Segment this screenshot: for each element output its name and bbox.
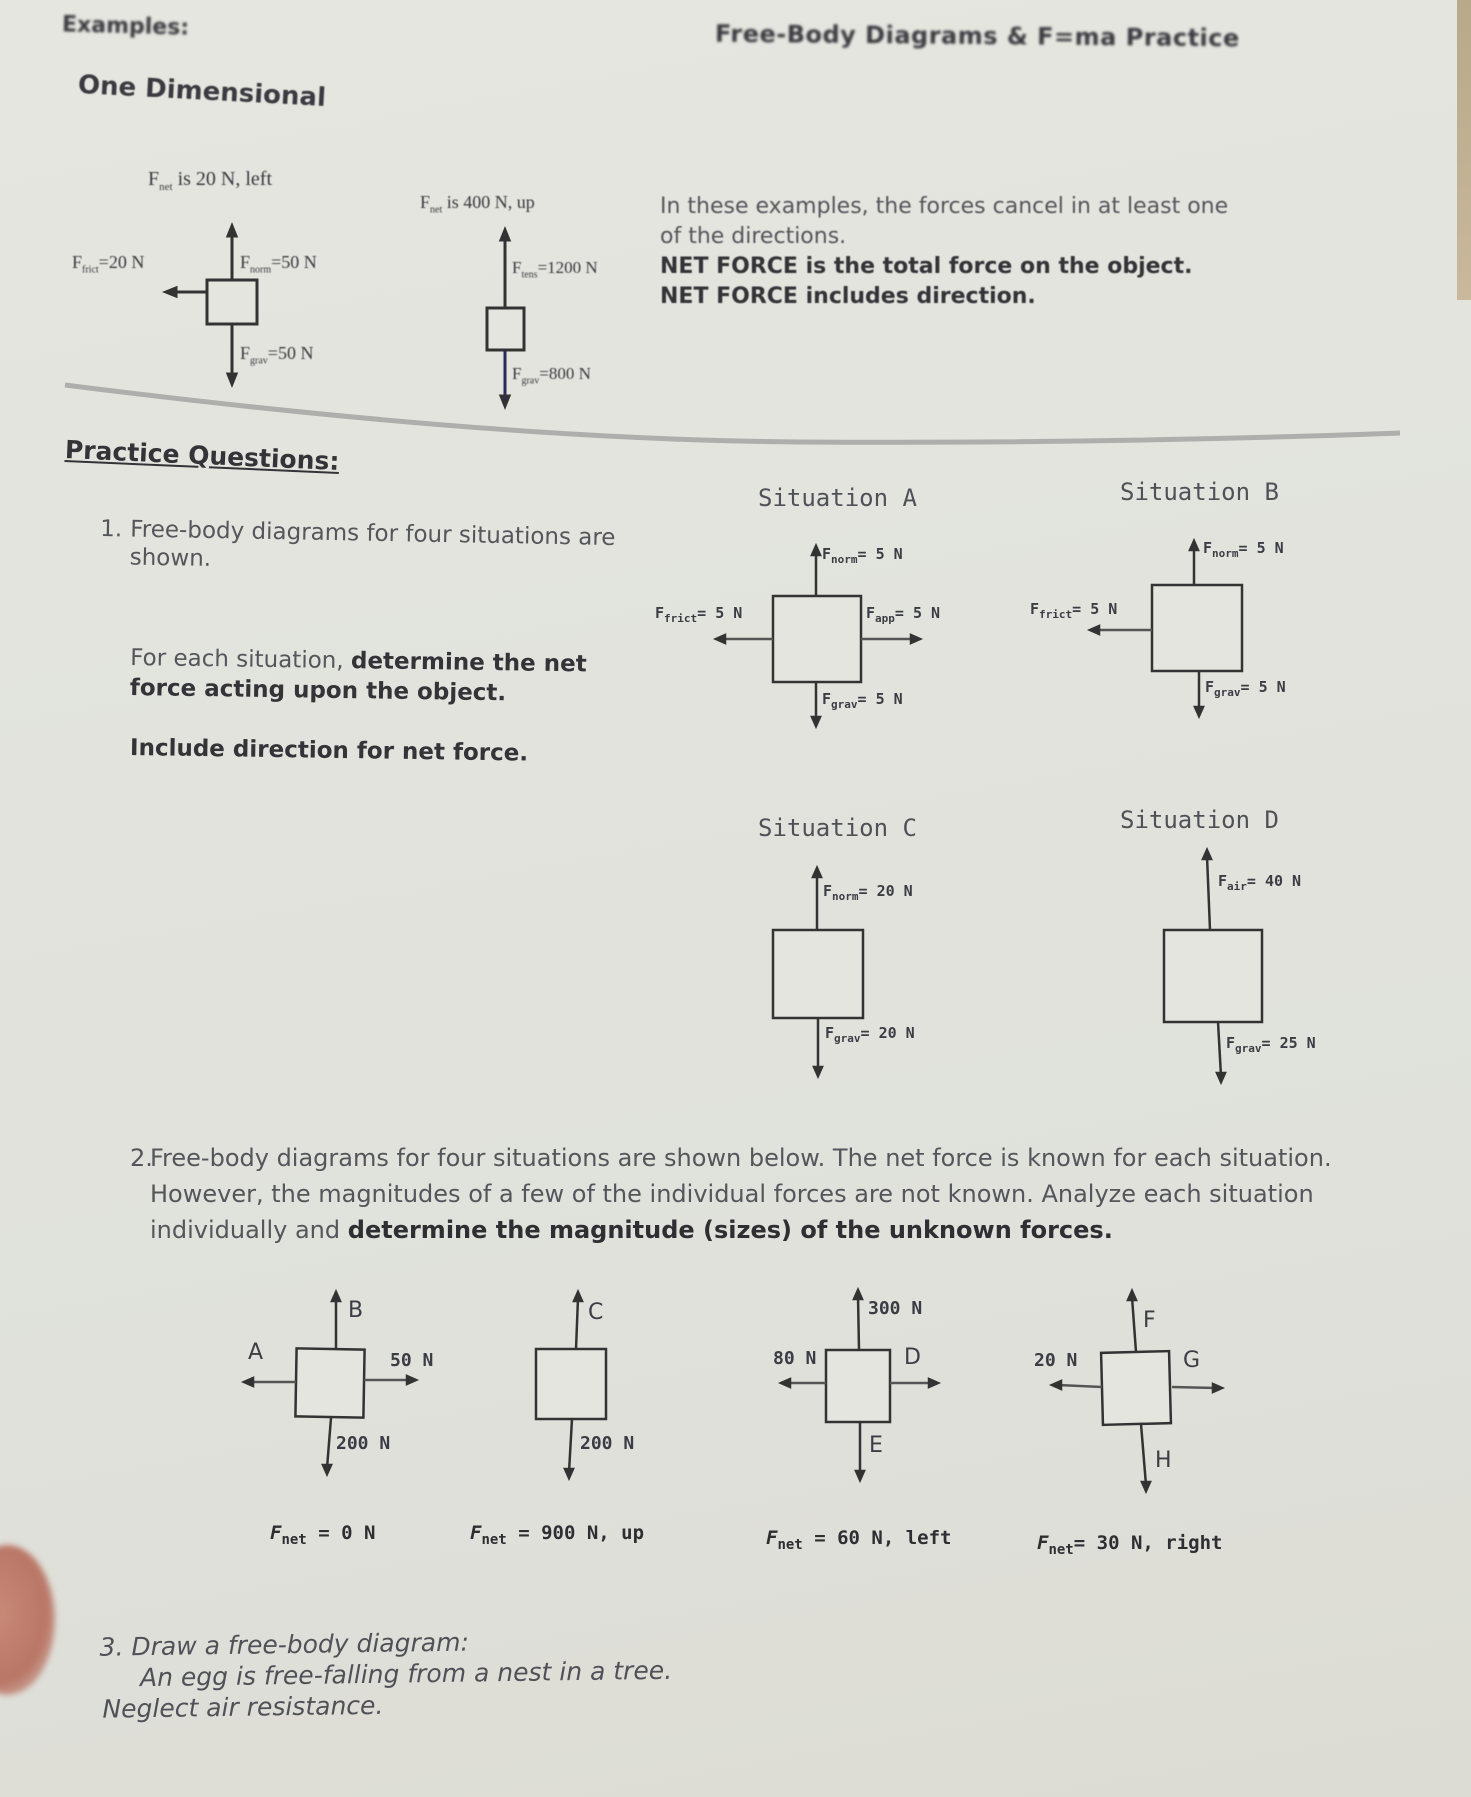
situation-d-air-label: Fair= 40 N	[1218, 872, 1302, 893]
note-line: NET FORCE is the total force on the obje…	[660, 254, 1193, 279]
worksheet-title: Free-Body Diagrams & F=ma Practice	[714, 19, 1240, 53]
q2-diagram-3	[777, 1286, 942, 1484]
q2-diagram-4	[1048, 1287, 1226, 1495]
situation-b-frict-label: Ffrict= 5 N	[1030, 600, 1118, 621]
example1-net-force: Fnet is 20 N, left	[148, 168, 273, 193]
q2-d1-fnet: Fnet = 0 N	[270, 1522, 376, 1548]
q2-d4-fnet: Fnet= 30 N, right	[1037, 1532, 1223, 1558]
q2-d3-label-left: 80 N	[773, 1348, 817, 1369]
situation-a-frict-label: Ffrict= 5 N	[655, 604, 743, 625]
situation-d-grav-label: Fgrav= 25 N	[1226, 1034, 1316, 1055]
example2-free-body-diagram	[485, 225, 526, 411]
example2-tens-label: Ftens=1200 N	[512, 258, 598, 281]
situation-a-norm-label: Fnorm= 5 N	[822, 545, 903, 566]
question-1-intro: 1. Free-body diagrams for four situation…	[100, 516, 616, 572]
q2-d2-label-down: 200 N	[580, 1433, 635, 1454]
q2-diagram-2	[534, 1288, 608, 1482]
example1-free-body-diagram	[161, 221, 259, 389]
page-edge-background	[1457, 0, 1471, 300]
q2-d4-label-up: F	[1143, 1308, 1156, 1333]
example1-frict-label: Ffrict=20 N	[72, 252, 145, 276]
situation-b-grav-label: Fgrav= 5 N	[1205, 678, 1286, 699]
example1-grav-label: Fgrav=50 N	[240, 343, 314, 367]
situation-a-diagram	[712, 542, 924, 730]
note-line: In these examples, the forces cancel in …	[660, 194, 1229, 219]
q2-d1-label-down: 200 N	[336, 1433, 391, 1454]
situation-d-diagram	[1162, 846, 1264, 1086]
question-1-instruction: For each situation, determine the net fo…	[129, 645, 587, 707]
q2-d1-label-left: A	[248, 1340, 264, 1365]
q2-d2-label-up: C	[588, 1300, 604, 1325]
question-3: 3. Draw a free-body diagram: An egg is f…	[99, 1627, 673, 1724]
situation-c-grav-label: Fgrav= 20 N	[825, 1024, 915, 1045]
note-line: NET FORCE includes direction.	[660, 284, 1036, 309]
note-line: of the directions.	[660, 224, 847, 249]
situation-a-title: Situation A	[758, 484, 917, 512]
section-divider	[64, 382, 1401, 445]
situation-b-diagram	[1086, 537, 1244, 720]
net-force-notes: In these examples, the forces cancel in …	[660, 192, 1400, 312]
q2-d3-fnet: Fnet = 60 N, left	[766, 1527, 952, 1553]
practice-questions-title: Practice Questions:	[64, 435, 340, 476]
q2-d4-label-left: 20 N	[1034, 1350, 1078, 1371]
q2-d4-label-right: G	[1183, 1348, 1201, 1373]
example2-net-force: Fnet is 400 N, up	[420, 192, 535, 216]
q2-d3-label-down: E	[869, 1433, 883, 1458]
q2-diagram-1	[240, 1288, 420, 1478]
q2-d1-label-up: B	[348, 1298, 364, 1323]
q2-d4-label-down: H	[1155, 1448, 1172, 1473]
section-title-one-dimensional: One Dimensional	[77, 70, 327, 113]
q2-d1-label-right: 50 N	[390, 1350, 434, 1371]
situation-c-norm-label: Fnorm= 20 N	[823, 882, 913, 903]
situation-c-title: Situation C	[758, 814, 917, 842]
question-2-text: 2. Free-body diagrams for four situation…	[130, 1144, 1332, 1244]
header-examples: Examples:	[61, 12, 190, 41]
situation-d-title: Situation D	[1120, 806, 1279, 834]
situation-c-diagram	[771, 864, 865, 1080]
finger-in-photo	[0, 1545, 55, 1695]
situation-b-norm-label: Fnorm= 5 N	[1203, 539, 1284, 560]
q2-d3-label-up: 300 N	[868, 1298, 923, 1319]
q2-d2-fnet: Fnet = 900 N, up	[470, 1522, 645, 1548]
situation-a-app-label: Fapp= 5 N	[866, 604, 941, 625]
situation-a-grav-label: Fgrav= 5 N	[822, 690, 903, 711]
example1-norm-label: Fnorm=50 N	[240, 252, 317, 276]
question-1-note: Include direction for net force.	[129, 735, 529, 767]
example2-grav-label: Fgrav=800 N	[512, 364, 591, 387]
situation-b-title: Situation B	[1120, 478, 1279, 506]
q2-d3-label-right: D	[904, 1345, 921, 1370]
